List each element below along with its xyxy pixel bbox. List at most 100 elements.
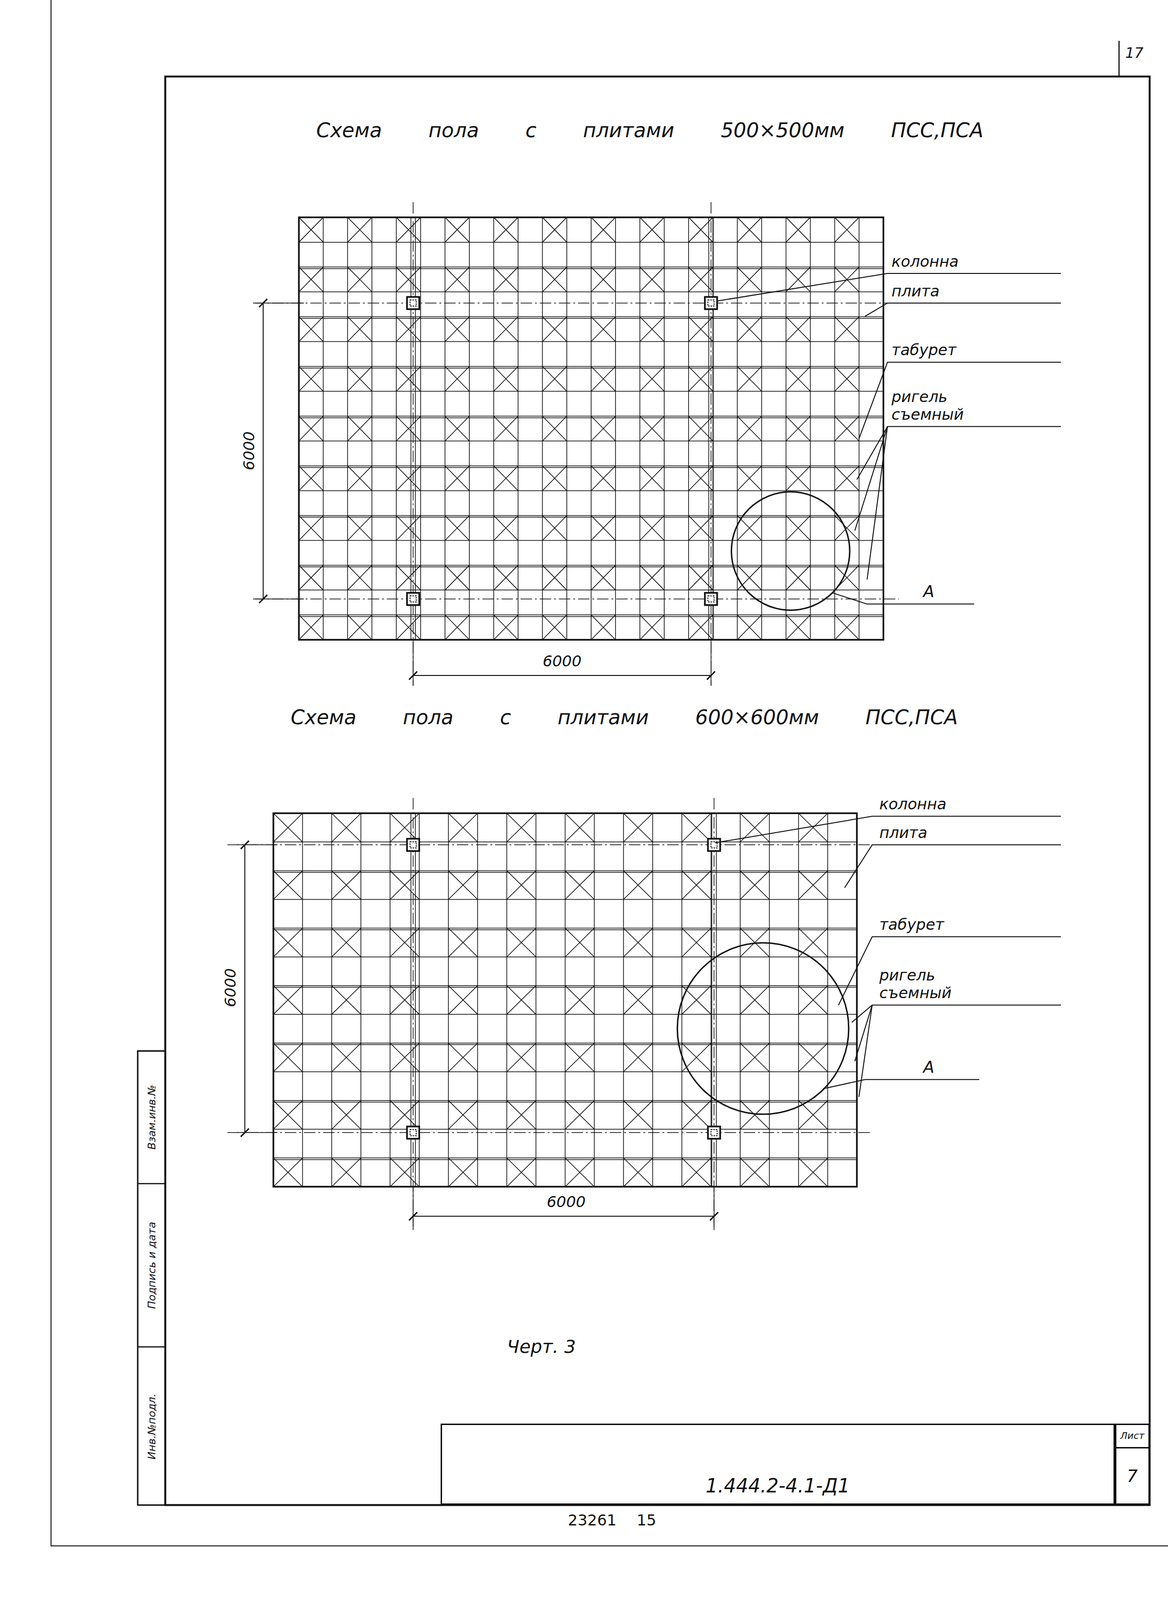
part-label: плита [891,282,940,301]
column-core [707,300,714,307]
leader-line [865,302,1061,317]
pedestal-cross [681,870,712,899]
title-block: 1.444.2-4.1-Д1 [440,1423,1115,1505]
pedestal-cross [448,870,478,899]
plate-joint [590,217,592,640]
pedestal-cross [737,614,762,640]
label-anchor: плита [891,282,940,301]
pedestal-cross [444,564,470,590]
pedestal-cross [681,812,712,842]
pedestal-cross [389,1100,420,1129]
pedestal-cross [396,217,421,243]
pedestal-cross [591,217,616,243]
drawing-frame [165,76,1150,1505]
pedestal-cross [396,515,421,541]
pedestal-cross [396,217,421,243]
pedestal-cross [347,465,372,491]
pedestal-cross [623,812,653,842]
pedestal-cross [448,928,478,957]
riegel-line [298,417,884,419]
pedestal-cross [448,1157,478,1187]
riegel-line [298,367,884,369]
pedestal-cross [331,985,361,1015]
pedestal-cross [688,267,714,292]
dimension-tick [706,671,715,680]
dimension-tick [240,1128,249,1137]
pedestal-cross [396,316,421,342]
pedestal-cross [688,316,714,342]
dimension-tick [259,594,268,603]
label-anchor: Взам.инв.№ [145,1084,158,1150]
pedestal-cross [273,1157,303,1187]
pedestal-cross [506,928,536,957]
stamp-field: Инв.№подл. [145,1393,158,1460]
dimension-tick [240,840,249,849]
pedestal-cross [396,267,421,292]
pedestal-cross [444,316,470,342]
pedestal-cross [565,1100,595,1129]
pedestal-cross [591,415,616,441]
grid-outline [298,217,884,640]
plate-joint [652,812,654,1187]
pedestal-cross [834,316,860,342]
riegel-line [298,466,884,468]
extension-line [236,1132,278,1134]
detail-mark: А [923,582,935,601]
pedestal-cross [298,366,324,392]
column-core [410,300,417,307]
pedestal-cross [798,870,828,899]
leader-line [717,273,1061,302]
pedestal-cross [493,316,519,342]
pedestal-cross [542,465,567,491]
pedestal-cross [688,515,714,541]
part-label: колонна [879,795,947,813]
pedestal-cross [786,316,811,342]
pedestal-cross [331,928,361,957]
pedestal-cross [389,1100,420,1129]
pedestal-cross [542,515,567,541]
pedestal-cross [448,870,478,899]
pedestal-cross [506,1157,536,1187]
plate-joint [468,217,470,640]
pedestal-cross [688,465,714,491]
pedestal-cross [389,812,420,842]
pedestal-cross [737,267,762,292]
plate-joint [785,217,787,640]
pedestal-cross [639,564,665,590]
archive-number: 23261 15 [567,1511,657,1529]
pedestal-cross [331,1100,361,1129]
pedestal-cross [298,614,324,640]
pedestal-cross [273,870,303,899]
pedestal-cross [639,316,665,342]
pedestal-cross [331,1157,361,1187]
pedestal-cross [389,870,420,899]
pedestal-cross [834,415,860,441]
plate-joint [768,812,770,1187]
leader-line [854,426,888,531]
pedestal-cross [688,366,714,392]
pedestal-cross [273,985,303,1015]
column-symbol [407,592,420,606]
pedestal-cross [786,515,811,541]
pedestal-cross [834,415,860,441]
pedestal-cross [688,415,714,441]
pedestal-cross [396,415,421,441]
pedestal-cross [740,1157,770,1187]
pedestal-cross [623,870,653,899]
pedestal-cross [639,614,665,640]
pedestal-cross [688,564,714,590]
pedestal-cross [347,217,372,243]
dimension-line [412,674,711,676]
pedestal-cross [396,465,421,491]
plate-joint [302,812,303,1187]
pedestal-cross [396,614,421,640]
pedestal-cross [448,812,478,842]
pedestal-cross [688,465,714,491]
pedestal-cross [623,1100,653,1129]
pedestal-cross [493,415,519,441]
pedestal-cross [396,316,421,342]
pedestal-cross [786,614,811,640]
label-anchor: Подпись и дата [145,1221,158,1309]
pedestal-cross [639,217,665,243]
pedestal-cross [737,366,762,392]
